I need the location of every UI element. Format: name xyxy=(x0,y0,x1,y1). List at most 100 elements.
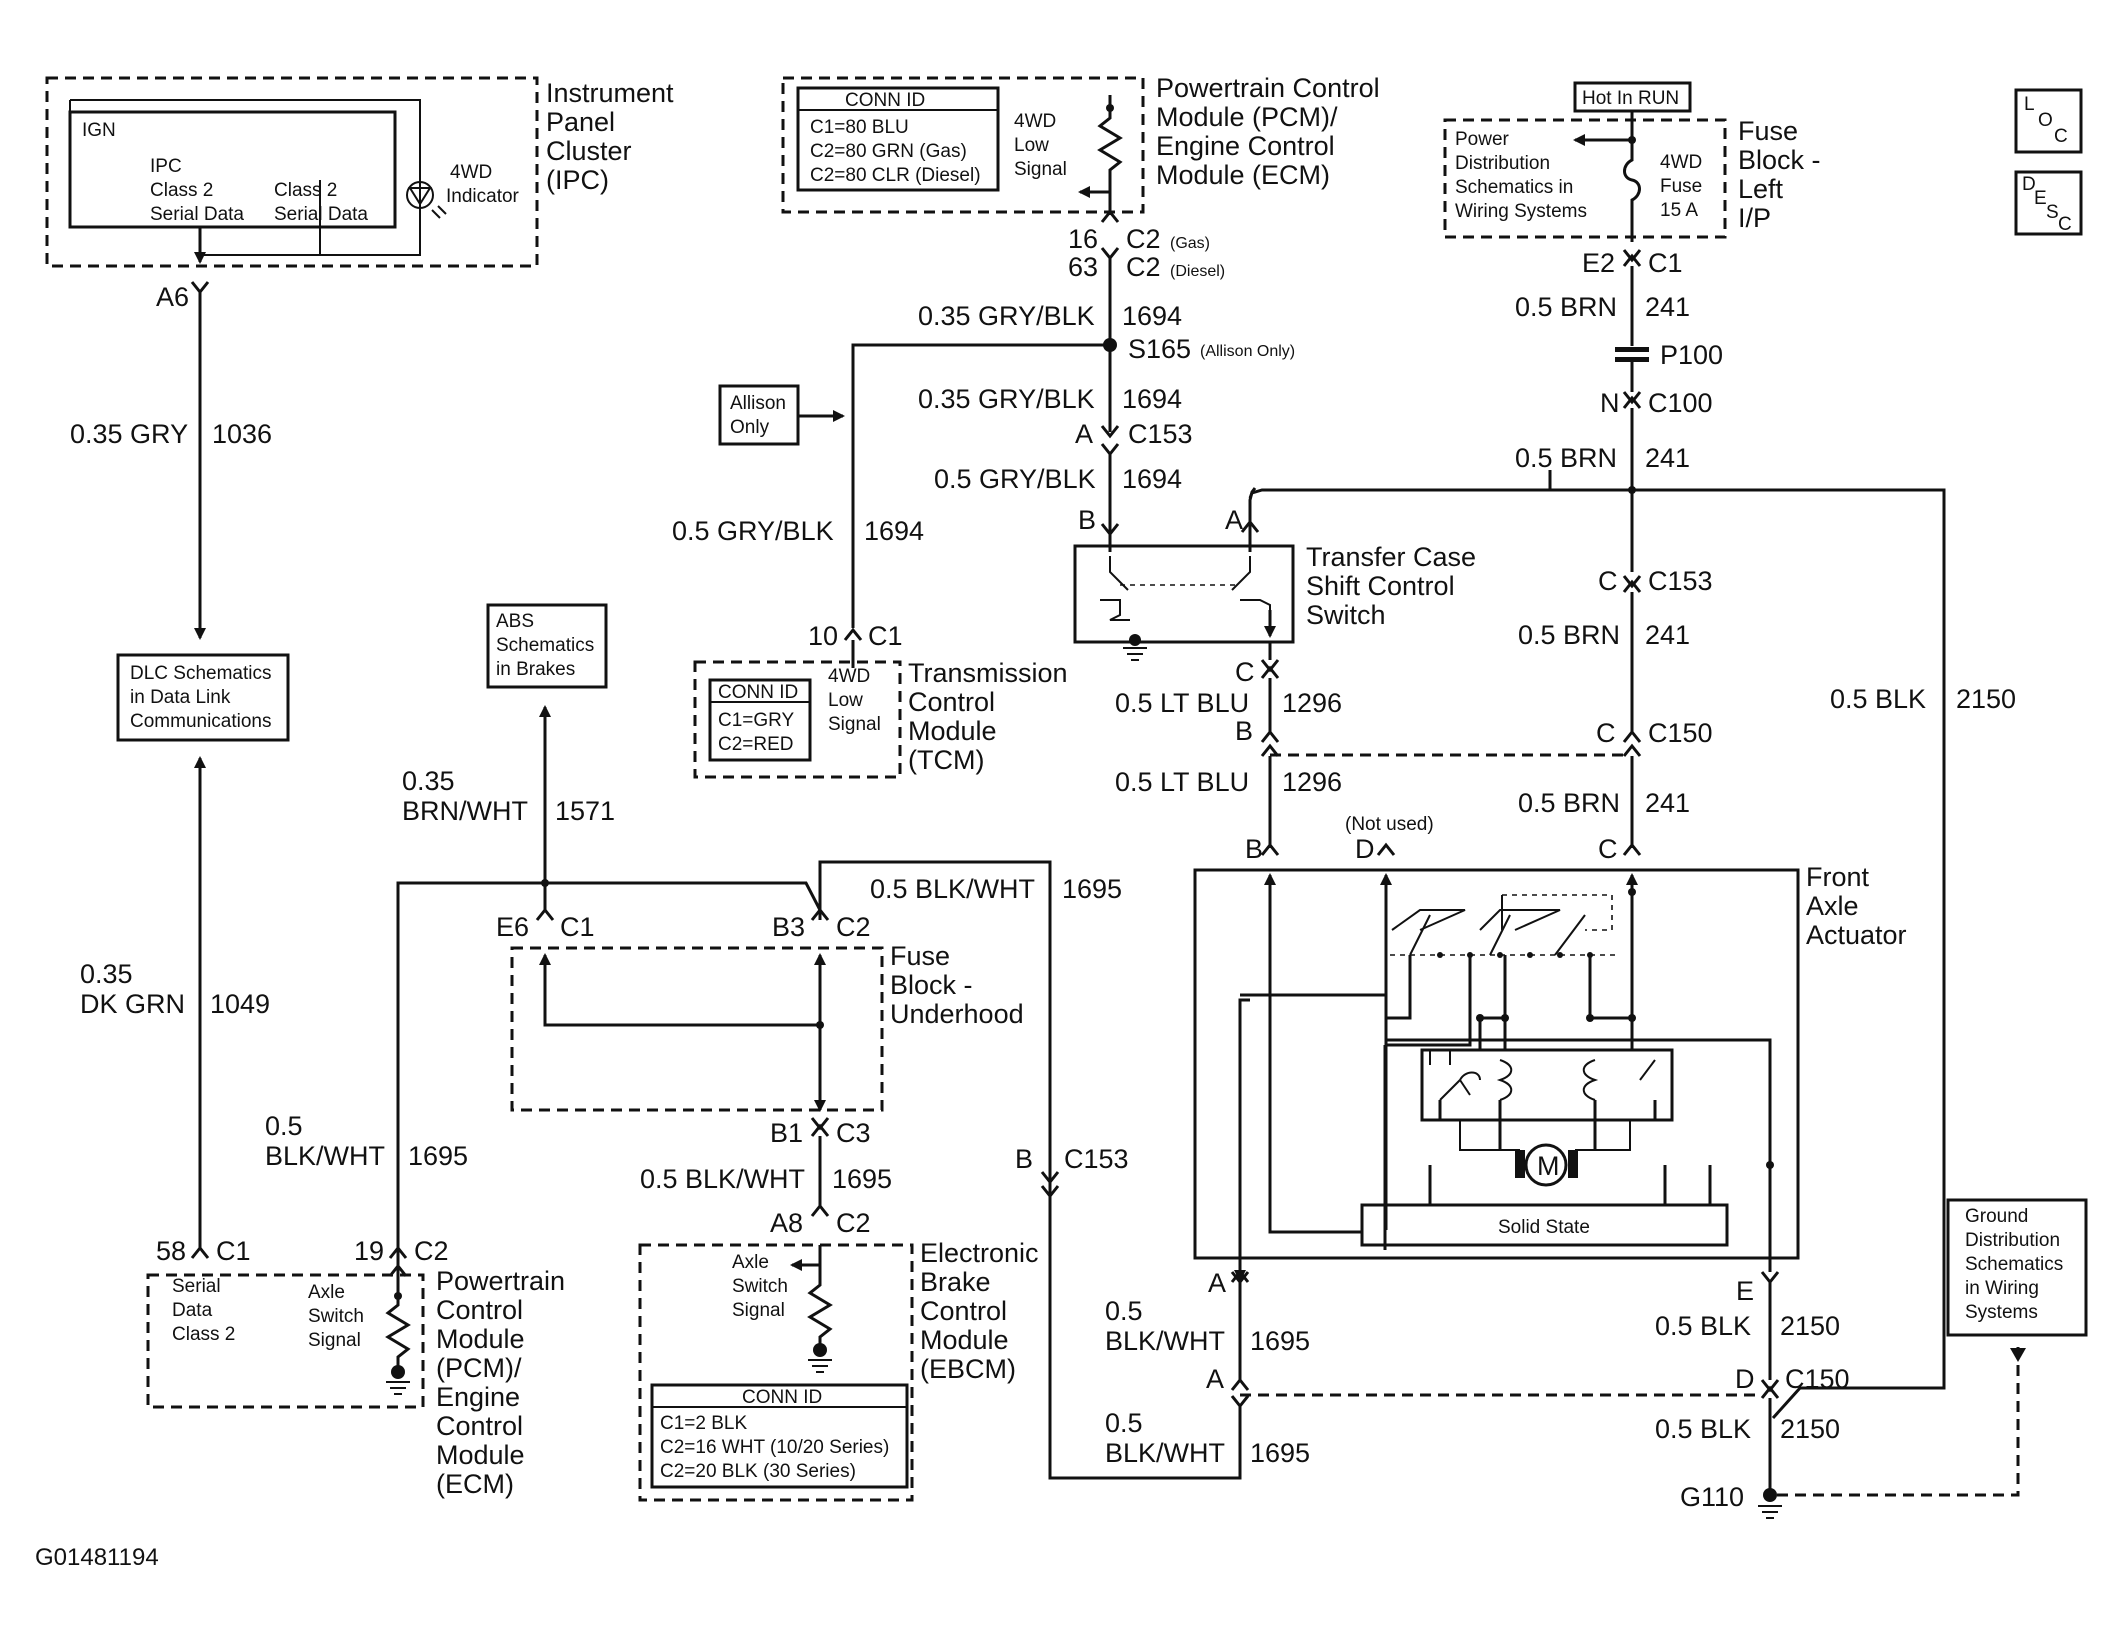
c153-label-c: C153 xyxy=(1648,566,1713,596)
ebcm-module: Axle Switch Signal CONN ID C1=2 BLK C2=1… xyxy=(638,1238,1039,1502)
desc-button[interactable]: D E S C xyxy=(2014,170,2083,236)
wire-1695-circuit-top: 1695 xyxy=(1062,874,1122,904)
pcm-bot-inner-3: Class 2 xyxy=(172,1324,235,1345)
loc-c: C xyxy=(2054,126,2068,147)
tcs-pin-b-bottom: B xyxy=(1235,716,1253,746)
wire-1036-color: 0.35 GRY xyxy=(70,419,188,449)
fuse-lip-title-2: Block - xyxy=(1738,145,1821,175)
pcm-bot-title-2: Control xyxy=(436,1295,523,1325)
ebcm-title-2: Brake xyxy=(920,1267,991,1297)
ebcm-title-1: Electronic xyxy=(920,1238,1039,1268)
c150-label-c: C150 xyxy=(1648,718,1713,748)
wire-1695-ebcm: B1 C3 0.5 BLK/WHT 1695 A8 C2 xyxy=(640,1117,892,1238)
pcm-bot-pin-c1: C1 xyxy=(216,1236,251,1266)
wire-2150-circuit-2: 2150 xyxy=(1780,1414,1840,1444)
wire-1695-pcm: 0.5 BLK/WHT 1695 xyxy=(265,1111,468,1171)
allison-1: Allison xyxy=(730,393,786,414)
power-dist-1: Power xyxy=(1455,129,1510,150)
e2-label: E2 xyxy=(1582,248,1615,278)
g110-label: G110 xyxy=(1680,1482,1744,1512)
wire-1049: 0.35 DK GRN 1049 xyxy=(80,756,270,1250)
wire-1036-circuit: 1036 xyxy=(212,419,272,449)
abs-3: in Brakes xyxy=(496,659,575,680)
wire-1695-a-size-1: 0.5 xyxy=(1105,1296,1143,1326)
wire-241-circuit-2: 241 xyxy=(1645,443,1690,473)
abs-reference[interactable]: ABS Schematics in Brakes xyxy=(486,603,608,689)
pcm-bot-title-7: Module xyxy=(436,1440,525,1470)
fuse-uh-title-3: Underhood xyxy=(890,999,1024,1029)
fuse-4wd-icon xyxy=(1623,140,1641,242)
ipc-inner-3: Serial Data xyxy=(150,204,244,225)
wire-1694-allison-branch: Allison Only 0.5 GRY/BLK 1694 10 C1 xyxy=(672,343,1110,668)
wire-2150-color-2: 0.5 BLK xyxy=(1655,1414,1751,1444)
wire-1694-circuit-1: 1694 xyxy=(1122,301,1182,331)
transfer-case-switch: A Transfer Case Shift Control Switch C 0… xyxy=(1073,470,1630,856)
front-axle-actuator: B D (Not used) C Front Axle Actuator xyxy=(1193,814,1907,1282)
fuse-uh-pin-b3: B3 xyxy=(772,912,805,942)
ground-g110-icon xyxy=(1763,1488,1777,1502)
fuse-uh-pin-c2: C2 xyxy=(836,912,871,942)
pcm-top-module: CONN ID C1=80 BLU C2=80 GRN (Gas) C2=80 … xyxy=(781,73,1380,214)
desc-e: E xyxy=(2034,188,2047,209)
wire-1695-left-size: 0.5 xyxy=(265,1111,303,1141)
pcm-conn-row-1: C1=80 BLU xyxy=(810,117,909,138)
fuse-uh-title-2: Block - xyxy=(890,970,973,1000)
ebcm-title-5: (EBCM) xyxy=(920,1354,1016,1384)
motor-label: M xyxy=(1537,1151,1560,1181)
ebcm-title-4: Module xyxy=(920,1325,1009,1355)
wire-1694-circuit-2: 1694 xyxy=(1122,384,1182,414)
pcm-top-title-3: Engine Control xyxy=(1156,131,1335,161)
wire-1571-color: BRN/WHT xyxy=(402,796,528,826)
wire-1694: 16 63 C2 C2 (Gas) (Diesel) 0.35 GRY/BLK … xyxy=(918,200,1295,537)
desc-c: C xyxy=(2058,214,2072,235)
a6-label: A6 xyxy=(156,282,189,312)
s165-label: S165 xyxy=(1128,334,1191,364)
c153-b-connector: B C153 xyxy=(1015,1144,1129,1199)
motor-icon xyxy=(1524,1143,1568,1187)
desc-d: D xyxy=(2022,174,2036,195)
c2-pin-16: 16 xyxy=(1068,224,1098,254)
ground-distribution-reference[interactable]: Ground Distribution Schematics in Wiring… xyxy=(1946,1198,2088,1362)
pcm-bot-pin-19: 19 xyxy=(354,1236,384,1266)
power-dist-4: Wiring Systems xyxy=(1455,201,1587,222)
wire-241-color-2: 0.5 BRN xyxy=(1515,443,1617,473)
not-used-label: (Not used) xyxy=(1345,814,1434,835)
c150-pin-d: D xyxy=(1735,1364,1755,1394)
pcm-bot-title-6: Control xyxy=(436,1411,523,1441)
ipc-indicator-1: 4WD xyxy=(450,162,492,183)
fuse-uh-pin-c1: C1 xyxy=(560,912,595,942)
wire-1694-circuit-4: 1694 xyxy=(864,516,924,546)
ebcm-conn-row-2: C2=16 WHT (10/20 Series) xyxy=(660,1437,889,1458)
fuse-lip-title-4: I/P xyxy=(1738,203,1771,233)
pcm-bot-inner-2: Data xyxy=(172,1300,213,1321)
pcm-top-title-4: Module (ECM) xyxy=(1156,160,1330,190)
ground-3: Schematics xyxy=(1965,1254,2063,1275)
wire-241-circuit-3: 241 xyxy=(1645,620,1690,650)
ipc-inner2-1: Class 2 xyxy=(274,180,337,201)
c100-label: C100 xyxy=(1648,388,1713,418)
wire-1695-a-size-2: 0.5 xyxy=(1105,1408,1143,1438)
loc-button[interactable]: L O C xyxy=(2014,88,2083,154)
pcm-conn-row-2: C2=80 GRN (Gas) xyxy=(810,141,967,162)
c2-label-gas: C2 xyxy=(1126,224,1161,254)
tcm-conn-row-2: C2=RED xyxy=(718,734,794,755)
c153-pin-a: A xyxy=(1075,419,1093,449)
ground-2: Distribution xyxy=(1965,1230,2060,1251)
tcs-title-2: Shift Control xyxy=(1306,571,1455,601)
c2-ebcm-label: C2 xyxy=(836,1208,871,1238)
allison-2: Only xyxy=(730,417,770,438)
wire-1695-color-top: 0.5 BLK/WHT xyxy=(870,874,1035,904)
ebcm-conn-title: CONN ID xyxy=(742,1387,822,1408)
faa-pin-c: C xyxy=(1598,834,1618,864)
fuse-4wd-1: 4WD xyxy=(1660,152,1702,173)
ipc-module: IGN IPC Class 2 Serial Data Class 2 Seri… xyxy=(45,76,674,268)
dlc-reference[interactable]: DLC Schematics in Data Link Communicatio… xyxy=(116,653,290,742)
wire-1695-a-color-1: BLK/WHT xyxy=(1105,1326,1225,1356)
c100-pin-n: N xyxy=(1600,388,1620,418)
tcm-pin-c1: C1 xyxy=(868,621,903,651)
faa-pin-e: E xyxy=(1736,1276,1754,1306)
pcm-top-signal-1: 4WD xyxy=(1014,111,1056,132)
tcm-module: CONN ID C1=GRY C2=RED 4WD Low Signal Tra… xyxy=(693,658,1068,779)
pcm-top-signal-3: Signal xyxy=(1014,159,1067,180)
wire-241: E2 C1 0.5 BRN 241 P100 N C100 0.5 BRN 24… xyxy=(1515,248,2016,1420)
